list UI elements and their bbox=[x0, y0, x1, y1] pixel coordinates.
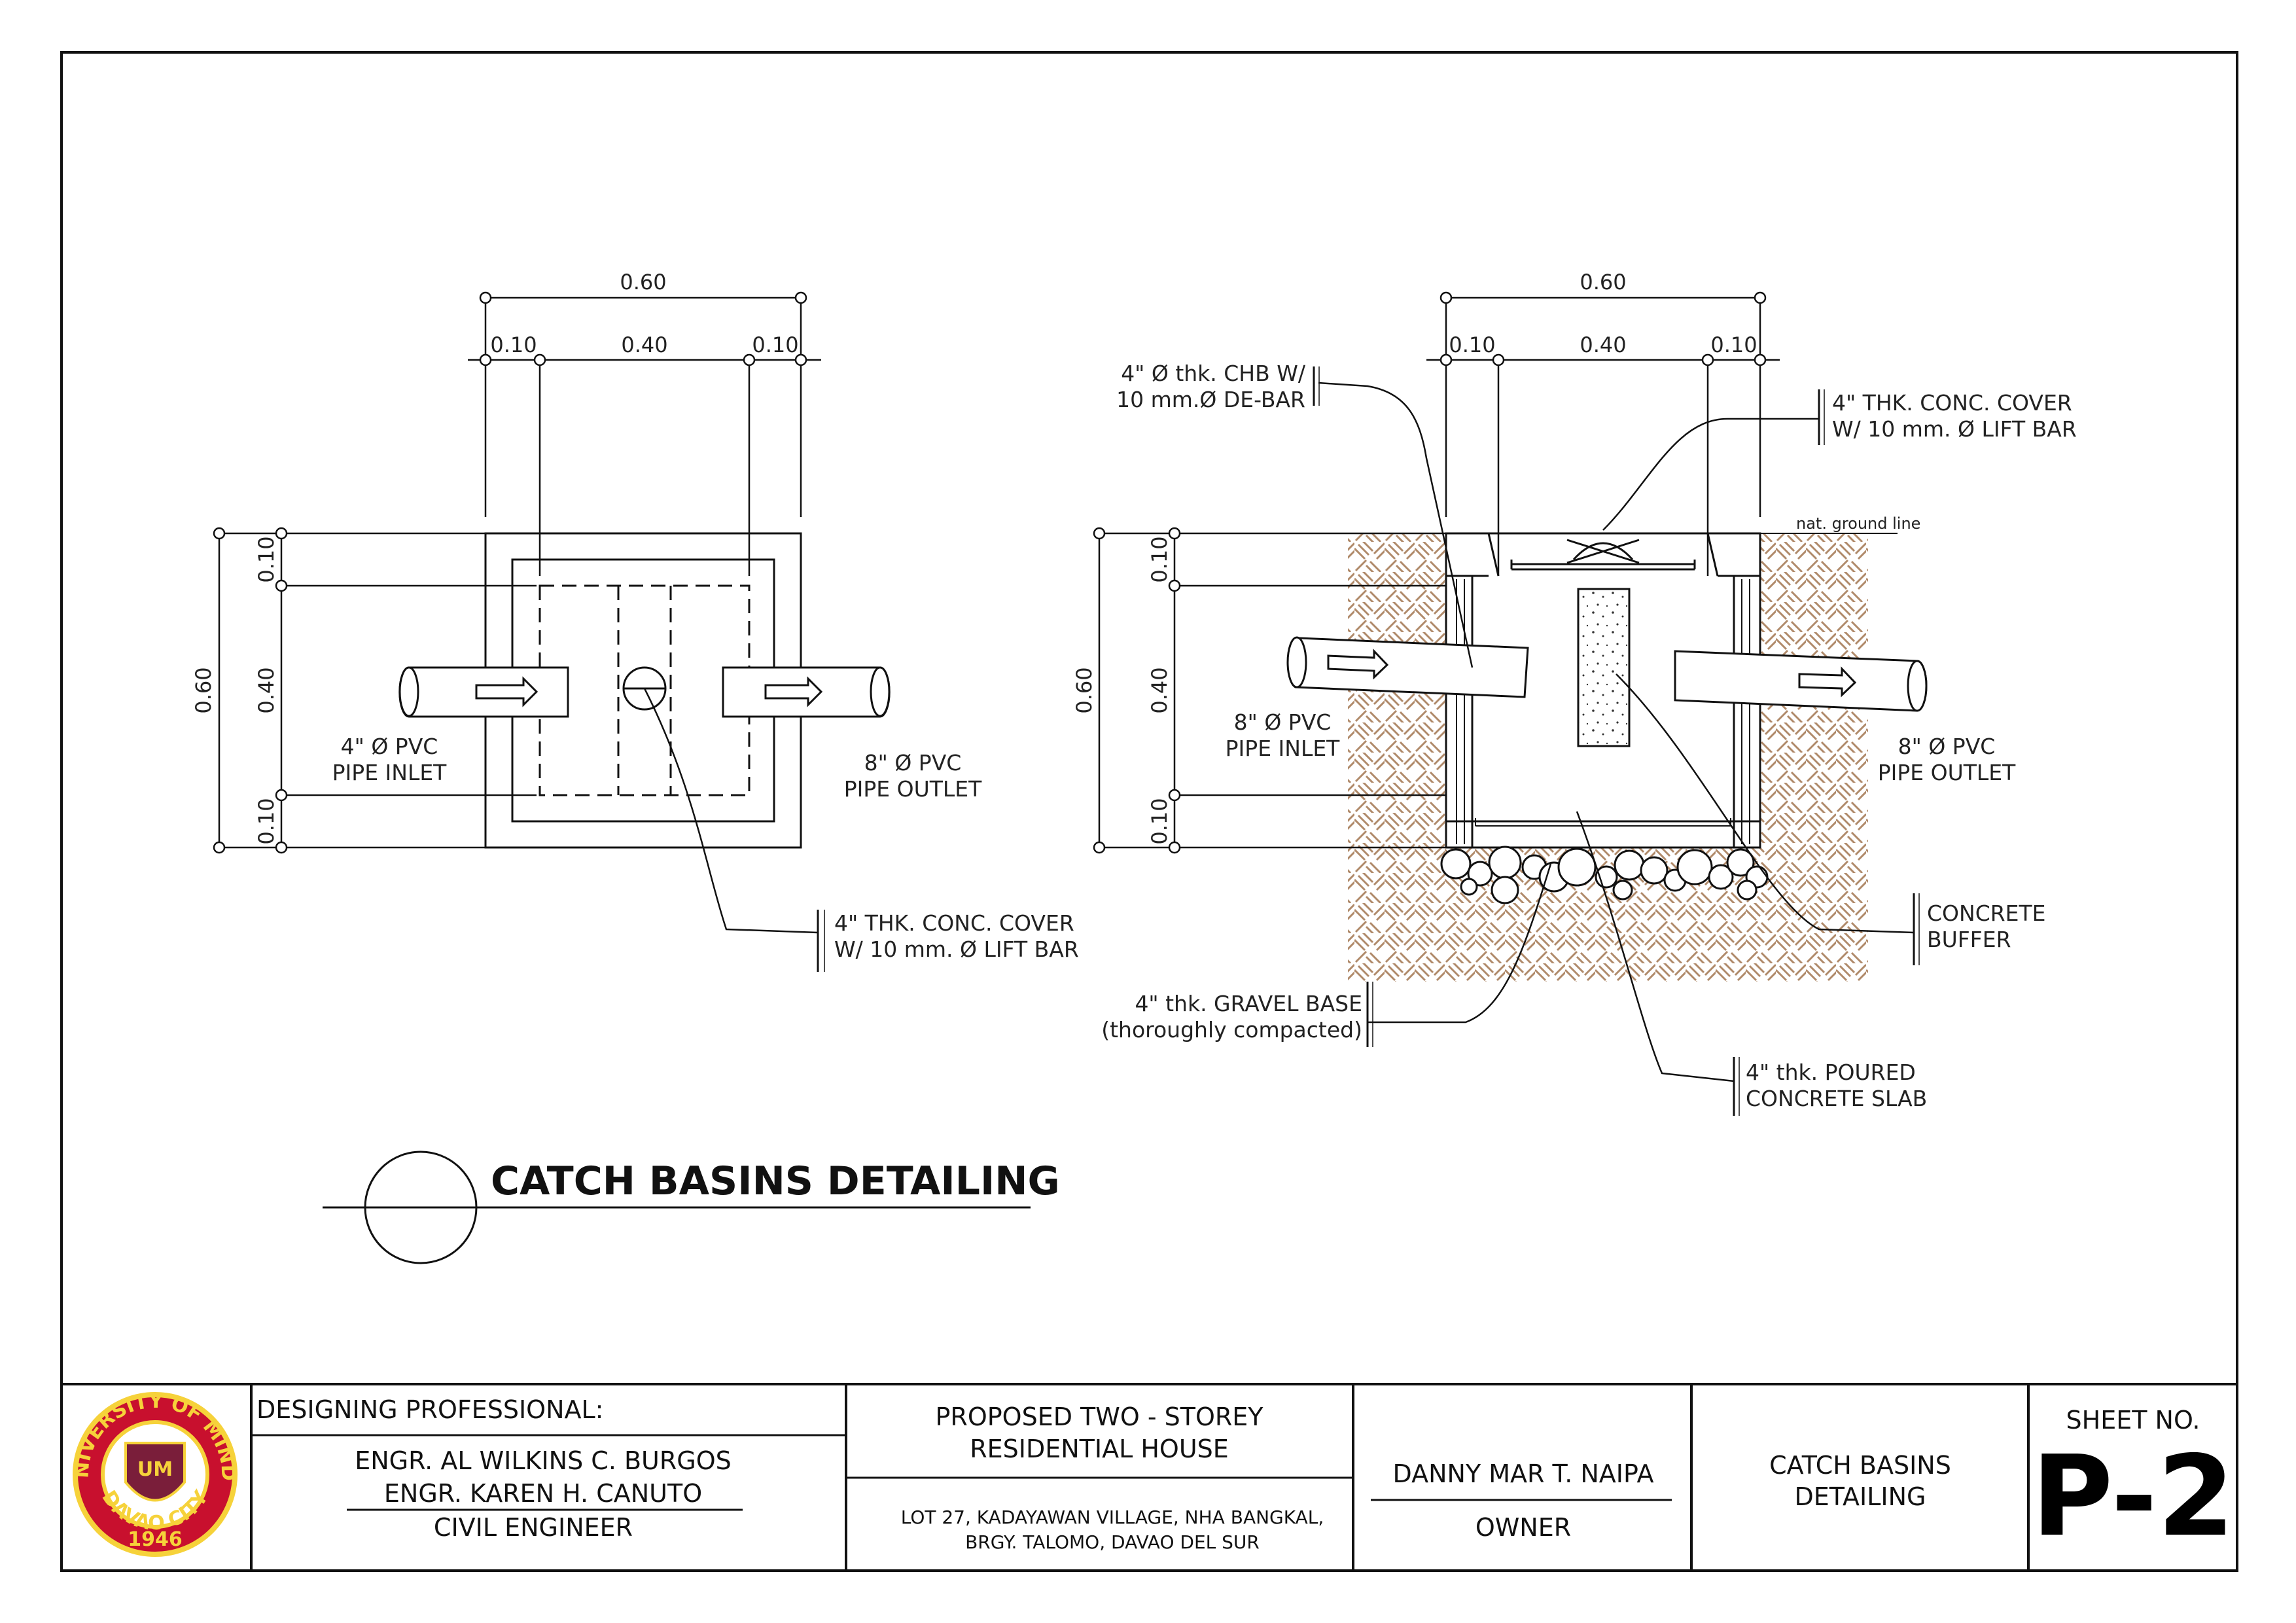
title-block: UM THE UNIVERSITY OF MINDANAO DAVAO CITY… bbox=[0, 0, 2237, 1571]
buffer-label-2: BUFFER bbox=[1927, 927, 2011, 952]
engineer-role: CIVIL ENGINEER bbox=[434, 1513, 633, 1542]
designing-label: DESIGNING PROFESSIONAL: bbox=[256, 1395, 603, 1424]
section-cover-label-2: W/ 10 mm. Ø LIFT BAR bbox=[1832, 416, 2077, 442]
sheet-title-2: DETAILING bbox=[1795, 1482, 1926, 1511]
section-view: nat. ground line 0.60 0.10 0.40 0.10 0.6… bbox=[1072, 270, 2077, 1116]
section-vdim-mid: 0.40 bbox=[1147, 667, 1172, 713]
section-dim-right: 0.10 bbox=[1710, 332, 1757, 357]
plan-outlet-label-1: 8" Ø PVC bbox=[864, 750, 962, 776]
crest-icon bbox=[124, 1442, 186, 1502]
plan-outlet-pipe bbox=[722, 666, 891, 718]
chb-label-1: 4" Ø thk. CHB W/ bbox=[1121, 361, 1306, 386]
plan-dim-mid: 0.40 bbox=[621, 332, 667, 357]
drawing-title: CATCH BASINS DETAILING bbox=[491, 1158, 1060, 1204]
svg-text:THE UNIVERSITY OF MINDANAO: THE UNIVERSITY OF MINDANAO bbox=[0, 0, 239, 1481]
gravel-label-2: (thoroughly compacted) bbox=[1101, 1017, 1362, 1043]
plan-view: 0.60 0.10 0.40 0.10 0.60 0.10 0.40 0.10 bbox=[191, 270, 1079, 972]
plan-vdim-bot: 0.10 bbox=[254, 798, 279, 844]
owner-name: DANNY MAR T. NAIPA bbox=[1393, 1459, 1654, 1488]
section-dim-overall: 0.60 bbox=[1580, 270, 1626, 294]
logo-year: 1946 bbox=[128, 1528, 183, 1551]
project-address-1: LOT 27, KADAYAWAN VILLAGE, NHA BANGKAL, bbox=[901, 1507, 1324, 1528]
sheet-border bbox=[60, 51, 2238, 1572]
owner-label: OWNER bbox=[1475, 1513, 1571, 1542]
slab-label-2: CONCRETE SLAB bbox=[1746, 1086, 1927, 1111]
sheet-title-1: CATCH BASINS bbox=[1769, 1451, 1951, 1480]
section-vdim-bot: 0.10 bbox=[1147, 798, 1172, 844]
plan-cover-label-2: W/ 10 mm. Ø LIFT BAR bbox=[834, 936, 1079, 962]
logo-initials: UM bbox=[137, 1458, 173, 1481]
section-vdim-top: 0.10 bbox=[1147, 536, 1172, 582]
plan-inlet-label-1: 4" Ø PVC bbox=[341, 734, 438, 759]
slab-label-1: 4" thk. POURED bbox=[1746, 1060, 1916, 1085]
engineer-2: ENGR. KAREN H. CANUTO bbox=[384, 1479, 702, 1508]
engineer-1: ENGR. AL WILKINS C. BURGOS bbox=[355, 1446, 732, 1475]
section-basin bbox=[1445, 532, 1761, 849]
logo-text-top: THE UNIVERSITY OF MINDANAO bbox=[0, 0, 239, 1481]
section-cover bbox=[1510, 539, 1696, 571]
plan-cover-label-1: 4" THK. CONC. COVER bbox=[834, 910, 1074, 936]
sheet-no-label: SHEET NO. bbox=[2066, 1406, 2200, 1435]
plan-dim-right: 0.10 bbox=[752, 332, 798, 357]
plan-vdim-overall: 0.60 bbox=[191, 667, 216, 713]
project-title-2: RESIDENTIAL HOUSE bbox=[970, 1435, 1229, 1463]
project-title-1: PROPOSED TWO - STOREY bbox=[936, 1402, 1264, 1431]
section-dim-mid: 0.40 bbox=[1580, 332, 1626, 357]
plan-outlet-label-2: PIPE OUTLET bbox=[844, 776, 982, 802]
chb-label-2: 10 mm.Ø DE-BAR bbox=[1116, 387, 1305, 412]
drawing-title-block: CATCH BASINS DETAILING bbox=[323, 1150, 1060, 1264]
ground-label: nat. ground line bbox=[1796, 514, 1920, 533]
plan-dim-left: 0.10 bbox=[490, 332, 537, 357]
gravel-base bbox=[1440, 846, 1769, 904]
section-outlet-pipe bbox=[1674, 650, 1928, 712]
section-outlet-label-1: 8" Ø PVC bbox=[1898, 734, 1996, 759]
sheet-no: P-2 bbox=[2032, 1432, 2234, 1561]
plan-vdim-mid: 0.40 bbox=[254, 667, 279, 713]
concrete-buffer bbox=[1577, 588, 1631, 747]
section-inlet-pipe bbox=[1286, 636, 1529, 698]
section-inlet-label-2: PIPE INLET bbox=[1226, 736, 1341, 761]
buffer-label-1: CONCRETE bbox=[1927, 901, 2046, 926]
project-address-2: BRGY. TALOMO, DAVAO DEL SUR bbox=[965, 1531, 1260, 1553]
plan-inlet-label-2: PIPE INLET bbox=[332, 760, 448, 785]
plan-dim-overall: 0.60 bbox=[620, 270, 666, 294]
section-outlet-label-2: PIPE OUTLET bbox=[1878, 760, 2016, 785]
plan-vdim-top: 0.10 bbox=[254, 536, 279, 582]
section-inlet-label-1: 8" Ø PVC bbox=[1234, 709, 1332, 735]
university-logo: UM THE UNIVERSITY OF MINDANAO DAVAO CITY… bbox=[0, 0, 239, 1557]
section-vdim-overall: 0.60 bbox=[1072, 667, 1097, 713]
gravel-label-1: 4" thk. GRAVEL BASE bbox=[1135, 991, 1362, 1016]
plan-inlet-pipe bbox=[398, 666, 569, 718]
section-cover-label-1: 4" THK. CONC. COVER bbox=[1832, 390, 2072, 416]
section-dim-left: 0.10 bbox=[1449, 332, 1495, 357]
